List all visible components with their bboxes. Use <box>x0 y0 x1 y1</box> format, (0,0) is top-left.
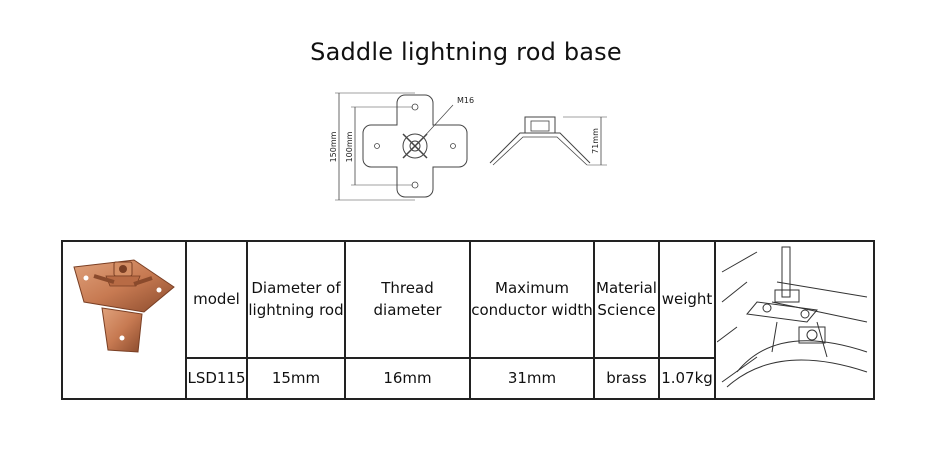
cell-max-conductor-width: 31mm <box>469 356 595 401</box>
side-view-outline <box>489 132 591 164</box>
header-model: model <box>185 240 248 359</box>
product-photo-cell <box>61 240 187 400</box>
dim-total-height: 150mm <box>329 131 338 162</box>
header-rod-diameter: Diameter of lightning rod <box>246 240 346 359</box>
product-photo <box>73 259 175 353</box>
base-plate-outline <box>362 94 468 198</box>
header-max-conductor-width: Maximum conductor width <box>469 240 595 359</box>
cell-model: LSD115 <box>185 356 248 401</box>
cell-weight: 1.07kg <box>658 356 716 401</box>
header-weight: weight <box>658 240 716 359</box>
installation-diagram <box>716 246 868 388</box>
installation-diagram-cell <box>714 240 875 400</box>
cell-thread-diameter: 16mm <box>344 356 471 401</box>
technical-drawing: 150mm 100mm M16 71mm <box>329 92 607 201</box>
header-thread-diameter: Thread diameter <box>344 240 471 359</box>
page-title: Saddle lightning rod base <box>310 38 622 66</box>
cell-rod-diameter: 15mm <box>246 356 346 401</box>
spec-table: model Diameter of lightning rod Thread d… <box>61 240 875 401</box>
dim-side-height: 71mm <box>591 128 600 154</box>
dim-thread: M16 <box>457 96 474 105</box>
dim-hole-spacing: 100mm <box>345 131 354 162</box>
header-material: Material Science <box>593 240 660 359</box>
cell-material: brass <box>593 356 660 401</box>
